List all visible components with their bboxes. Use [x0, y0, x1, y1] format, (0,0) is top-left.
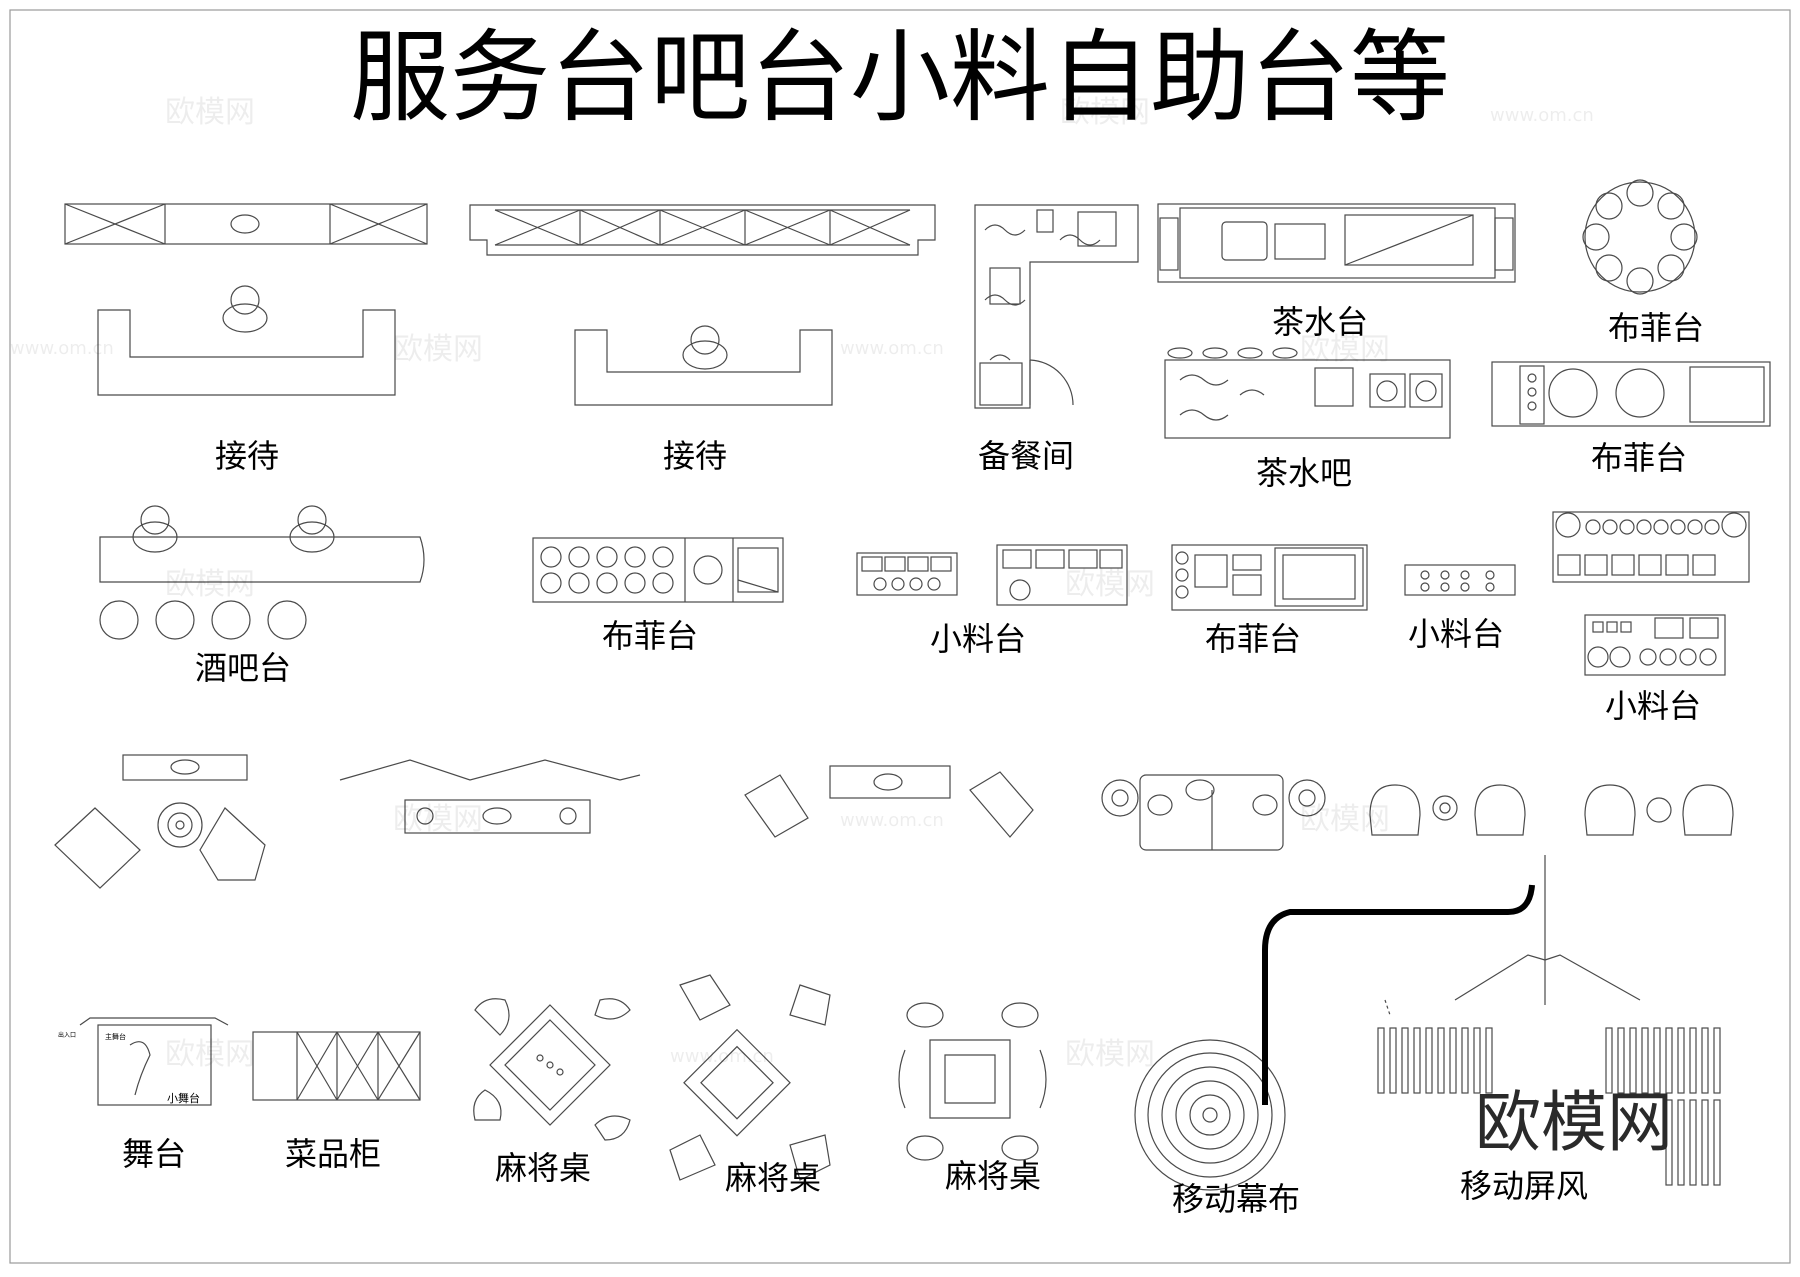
watermark: 欧模网 — [1065, 1037, 1155, 1072]
stage-tiny-label-2: 出入口 — [58, 1032, 77, 1039]
watermark: 欧模网 — [165, 1037, 255, 1072]
page-title: 服务台吧台小料自助台等 — [350, 19, 1450, 136]
watermark: 欧模网 — [393, 802, 483, 837]
reception-desk-3 — [339, 759, 641, 834]
stage-inner-label: 小舞台 — [167, 1092, 200, 1105]
label-mahjong-3: 麻将桌 — [945, 1157, 1042, 1195]
reception-desk-2 — [469, 204, 936, 406]
buffet-middle-2 — [1171, 544, 1368, 611]
watermark: 欧模网 — [1060, 95, 1150, 130]
watermark-url: www.om.cn — [10, 338, 114, 359]
label-stage: 舞台 — [122, 1135, 187, 1173]
buffet-rect-right — [1491, 361, 1771, 427]
lounge-set-1 — [54, 754, 266, 889]
label-tea-counter: 茶水台 — [1272, 303, 1369, 341]
label-reception-2: 接待 — [663, 437, 728, 475]
watermark: 欧模网 — [165, 95, 255, 130]
wine-bar — [99, 505, 425, 640]
mobile-screen — [1377, 855, 1721, 1186]
sofa-set — [1101, 774, 1326, 851]
mobile-curtain — [1134, 884, 1535, 1191]
label-reception-1: 接待 — [215, 437, 280, 475]
mahjong-table-2 — [669, 974, 831, 1181]
label-condiment-1: 小料台 — [930, 620, 1027, 658]
mahjong-table-1 — [473, 998, 631, 1141]
label-mobile-curtain: 移动幕布 — [1172, 1180, 1301, 1218]
stage-tiny-label: 主舞台 — [105, 1033, 126, 1041]
label-condiment-3: 小料台 — [1605, 687, 1702, 725]
chair-pair-2 — [1584, 784, 1734, 836]
watermark-url: www.om.cn — [670, 1046, 774, 1067]
watermark-url: www.om.cn — [840, 338, 944, 359]
label-wine-bar: 酒吧台 — [195, 649, 292, 687]
watermark-url: www.om.cn — [840, 810, 944, 831]
dish-cabinet — [252, 1031, 421, 1101]
label-mahjong-2: 麻将桌 — [725, 1159, 822, 1197]
watermark: 欧模网 — [1300, 332, 1390, 367]
buffet-middle-1 — [532, 537, 784, 603]
label-condiment-2: 小料台 — [1408, 615, 1505, 653]
round-buffet — [1582, 179, 1698, 295]
label-buffet-right: 布菲台 — [1591, 439, 1688, 477]
watermark-url: www.om.cn — [1490, 105, 1594, 126]
watermark: 欧模网 — [1065, 567, 1155, 602]
screen-panels — [1377, 1027, 1721, 1186]
brand-logo: 欧模网 — [1475, 1084, 1673, 1161]
tea-bar — [1164, 347, 1451, 439]
tea-counter — [1157, 203, 1516, 283]
label-buffet-middle-1: 布菲台 — [602, 617, 699, 655]
watermark: 欧模网 — [165, 567, 255, 602]
buffet-right-2 — [1552, 511, 1750, 583]
pantry-room — [974, 204, 1139, 409]
stage — [79, 1017, 229, 1106]
label-buffet-round: 布菲台 — [1608, 309, 1705, 347]
reception-desk-1 — [64, 203, 428, 396]
label-buffet-middle-2: 布菲台 — [1205, 620, 1302, 658]
page-border — [9, 9, 1791, 1264]
watermark: 欧模网 — [1300, 802, 1390, 837]
label-mobile-screen: 移动屏风 — [1460, 1167, 1589, 1205]
condiment-table-2 — [1404, 564, 1516, 596]
chair-pair-1 — [1369, 784, 1526, 836]
label-tea-bar: 茶水吧 — [1256, 454, 1353, 492]
label-dish-cabinet: 菜品柜 — [285, 1135, 382, 1173]
label-mahjong-1: 麻将桌 — [495, 1149, 592, 1187]
lounge-set-2 — [744, 765, 1034, 838]
condiment-table-3 — [1584, 614, 1726, 676]
mahjong-table-3 — [898, 1002, 1047, 1161]
condiment-table-1 — [856, 544, 1128, 606]
watermark: 欧模网 — [393, 332, 483, 367]
label-pantry: 备餐间 — [978, 437, 1075, 475]
